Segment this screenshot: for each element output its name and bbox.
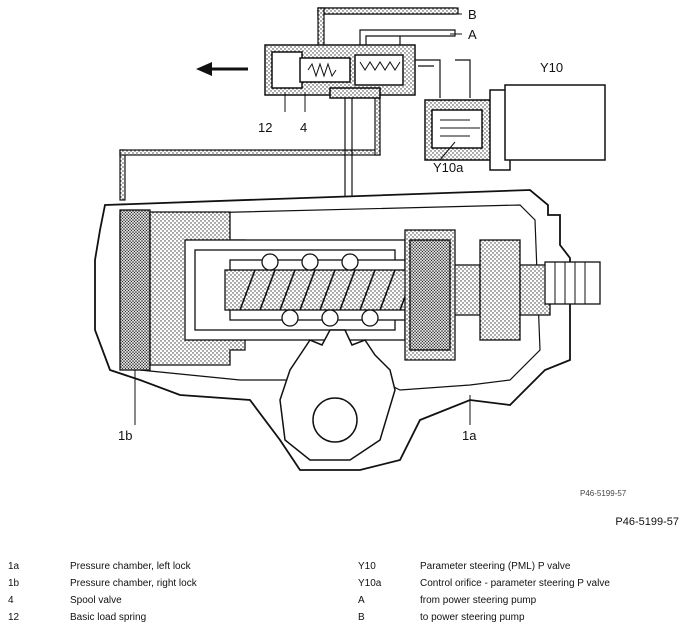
pressure-chamber-1a (404, 229, 456, 361)
figure-id: P46-5199-57 (615, 516, 679, 528)
solenoid-y10 (424, 84, 606, 171)
label-a: A (468, 27, 477, 42)
label-b: B (468, 7, 477, 22)
leader-lines (134, 13, 471, 425)
direction-arrow (196, 62, 248, 76)
drawing-reference: P46-5199-57 (580, 489, 627, 498)
label-y10: Y10 (540, 60, 563, 75)
sector-gear (279, 329, 396, 461)
label-1b: 1b (118, 428, 132, 443)
label-12: 12 (258, 120, 272, 135)
label-4: 4 (300, 120, 307, 135)
hydraulic-lines (119, 7, 471, 210)
input-shaft (449, 239, 601, 341)
steering-gear-diagram: B A Y10 Y10a 12 4 1b 1a P46-5199-57 (94, 7, 627, 498)
pml-valve (264, 44, 416, 99)
label-1a: 1a (462, 428, 477, 443)
label-y10a: Y10a (433, 160, 464, 175)
